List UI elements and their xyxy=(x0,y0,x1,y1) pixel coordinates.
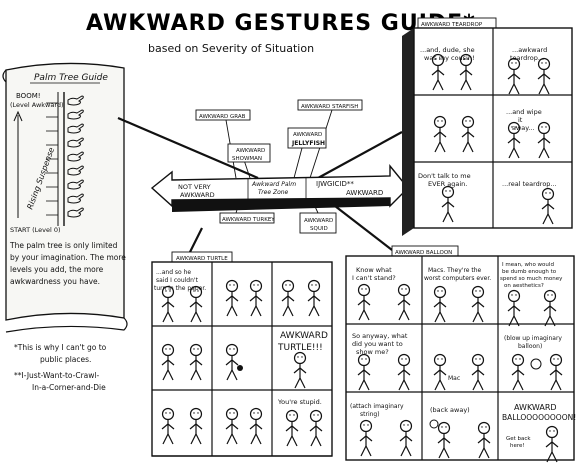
label-showman-1: AWKWARD xyxy=(236,148,265,154)
palm-note-line-4: awkwardness you have. xyxy=(10,277,100,286)
turtle-shout-2: TURTLE!!! xyxy=(277,343,323,353)
arrow-middle-label-1: Awkward Palm xyxy=(251,181,296,188)
turtle-comic: AWKWARD TURTLE ...and so he said I could… xyxy=(151,251,333,457)
teardrop-header: AWKWARD TEARDROP xyxy=(421,22,483,28)
balloon-p2-line2: worst computers ever. xyxy=(424,275,491,282)
label-jellyfish-1: AWKWARD xyxy=(293,132,322,138)
label-showman-2: SHOWMAN xyxy=(232,156,262,162)
teardrop-comic: AWKWARD TEARDROP ...and, dude, she was m… xyxy=(402,17,573,236)
palm-top-label-1: BOOM! xyxy=(16,92,41,100)
palm-hand-levels xyxy=(46,95,84,218)
balloon-p4-line3: show me? xyxy=(356,348,389,356)
balloon-p1-line2: I can't stand? xyxy=(352,274,396,282)
palm-top-label-2: (Level Awkward) xyxy=(10,101,64,109)
label-awkward-turkey: AWKWARD TURKEY xyxy=(222,217,275,223)
arrow-left-label-1: NOT VERY xyxy=(178,183,211,191)
palm-tree-scroll: Palm Tree Guide BOOM! (Level Awkward) Ri… xyxy=(2,62,128,333)
teardrop-p6-line1: ...real teardrop... xyxy=(502,180,557,188)
balloon-p2-line1: Macs. They're the xyxy=(428,267,482,274)
footnotes: *This is why I can't go to public places… xyxy=(14,343,107,392)
turtle-p1-line1: ...and so he xyxy=(156,269,191,276)
balloon-comic: AWKWARD BALLOON Know what I can't stand?… xyxy=(345,245,576,463)
balloon-p6-line1: (blow up imaginary xyxy=(504,335,562,342)
balloon-p7-line1: (attach imaginary xyxy=(350,403,404,410)
balloon-p6-line2: balloon) xyxy=(518,343,542,350)
balloon-p7-line2: string) xyxy=(360,411,380,418)
balloon-p9-line2: BALLOOOOOOOON! xyxy=(502,413,576,422)
balloon-p8-line1: (back away) xyxy=(430,406,470,414)
arrow-left-label-2: AWKWARD xyxy=(180,191,215,199)
gesture-labels: AWKWARD GRAB AWKWARD SHOWMAN AWKWARD STA… xyxy=(195,99,363,234)
turtle-p6-line1: You're stupid. xyxy=(277,398,322,406)
footnote-line-3: **I-Just-Want-to-Crawl- xyxy=(14,371,99,380)
balloon-p9-line3: Get back xyxy=(506,436,531,442)
balloon-p3-line1: I mean, who would xyxy=(502,262,554,268)
footnote-line-4: In-a-Corner-and-Die xyxy=(32,383,106,392)
teardrop-p4-line2: it xyxy=(518,116,523,124)
teardrop-p2-line2: teardrop... xyxy=(510,54,544,62)
balloon-p3-line2: be dumb enough to xyxy=(502,269,557,275)
balloon-p4-line1: So anyway, what xyxy=(352,332,408,340)
label-awkward-starfish: AWKWARD STARFISH xyxy=(301,104,358,110)
turtle-header: AWKWARD TURTLE xyxy=(176,256,228,262)
label-squid-1: AWKWARD xyxy=(304,218,333,224)
balloon-p9-line1: AWKWARD xyxy=(514,403,557,412)
page-subtitle: based on Severity of Situation xyxy=(148,42,314,55)
label-jellyfish-2: JELLYFISH xyxy=(291,140,325,147)
balloon-header: AWKWARD BALLOON xyxy=(395,250,452,256)
balloon-p4-line2: did you want to xyxy=(352,340,403,348)
teardrop-p5-line1: Don't talk to me xyxy=(418,172,471,180)
arrow-middle-label-2: Tree Zone xyxy=(258,189,289,196)
teardrop-p5-line2: EVER again. xyxy=(428,180,467,188)
turtle-shout-1: AWKWARD xyxy=(280,331,328,341)
palm-note-line-1: The palm tree is only limited xyxy=(9,241,118,250)
balloon-p9-line4: here! xyxy=(510,443,525,449)
label-awkward-grab: AWKWARD GRAB xyxy=(199,114,246,120)
balloon-p3-line4: on aesthetics? xyxy=(504,283,544,289)
arrow-right-code: IJWGICID** xyxy=(316,180,354,188)
arrow-right-label: AWKWARD xyxy=(346,189,383,197)
palm-note-line-2: by your imagination. The more xyxy=(10,253,126,262)
palm-note-line-3: levels you add, the more xyxy=(10,265,104,274)
teardrop-p4-line1: ...and wipe xyxy=(506,108,542,116)
footnote-line-1: *This is why I can't go to xyxy=(14,343,107,352)
teardrop-p1-line1: ...and, dude, she xyxy=(420,46,475,54)
turtle-p1-line2: said I couldn't xyxy=(156,277,199,284)
awkwardness-scale-arrow: NOT VERY AWKWARD Awkward Palm Tree Zone … xyxy=(150,164,409,212)
teardrop-p4-line3: away... xyxy=(512,124,534,132)
palm-bottom-label: START (Level 0) xyxy=(10,226,61,234)
palm-tree-heading: Palm Tree Guide xyxy=(34,73,108,83)
teardrop-p1-line2: was my cousin! xyxy=(424,54,475,62)
balloon-p5-mac: Mac xyxy=(448,375,460,382)
balloon-p3-line3: spend so much money xyxy=(500,276,563,282)
balloon-p1-line1: Know what xyxy=(356,266,392,274)
teardrop-p2-line1: ...awkward xyxy=(512,46,547,54)
turtle-p1-line3: turn in the paper. xyxy=(154,285,206,292)
label-squid-2: SQUID xyxy=(310,226,328,232)
footnote-line-2: public places. xyxy=(40,355,91,364)
